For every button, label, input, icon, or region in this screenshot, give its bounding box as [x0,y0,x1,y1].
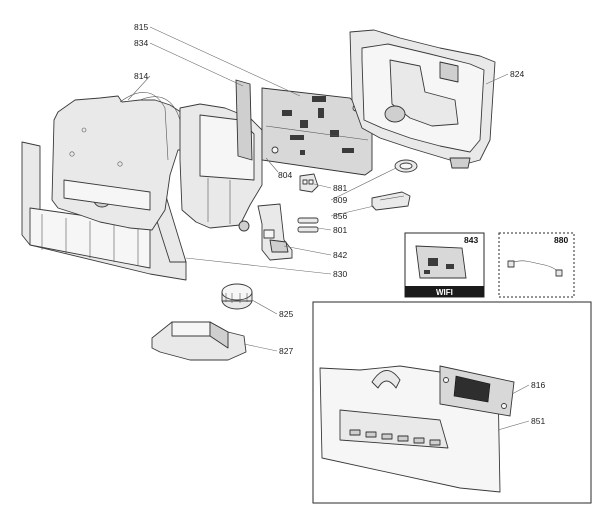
callout-881: 881 [333,183,347,193]
part-809-ring[interactable] [394,159,418,173]
callout-825: 825 [279,309,293,319]
callout-815: 815 [134,22,148,32]
part-825-knob[interactable] [221,283,253,310]
callout-851: 851 [531,416,545,426]
part-842-terminal-block[interactable] [257,203,293,261]
callout-827: 827 [279,346,293,356]
front-panel-detail-box [312,301,592,504]
callout-830: 830 [333,269,347,279]
callout-880: 880 [554,235,568,245]
part-801-fuses[interactable] [297,217,319,233]
callout-816: 816 [531,380,545,390]
inset-843-wifi-module [404,232,485,298]
callout-labels: 815 834 814 824 804 881 809 856 801 842 … [134,22,568,426]
part-856-grip[interactable] [371,191,411,211]
callout-801: 801 [333,225,347,235]
callout-834: 834 [134,38,148,48]
part-816-display-pcb[interactable] [439,365,515,417]
leader-lines [127,26,530,431]
wifi-label: WIFI [436,288,453,297]
callout-809: 809 [333,195,347,205]
callout-842: 842 [333,250,347,260]
part-881-connector[interactable] [299,173,319,193]
part-824-rear-frame[interactable] [349,29,496,169]
callout-804: 804 [278,170,292,180]
inset-880-cable [498,232,575,298]
part-814-chassis-frame[interactable] [51,92,196,231]
callout-843: 843 [464,235,478,245]
part-834-bracket[interactable] [179,79,263,232]
callout-814: 814 [134,71,148,81]
callout-824: 824 [510,69,524,79]
callout-856: 856 [333,211,347,221]
wifi-band [405,286,484,297]
part-827-cover[interactable] [151,321,247,361]
